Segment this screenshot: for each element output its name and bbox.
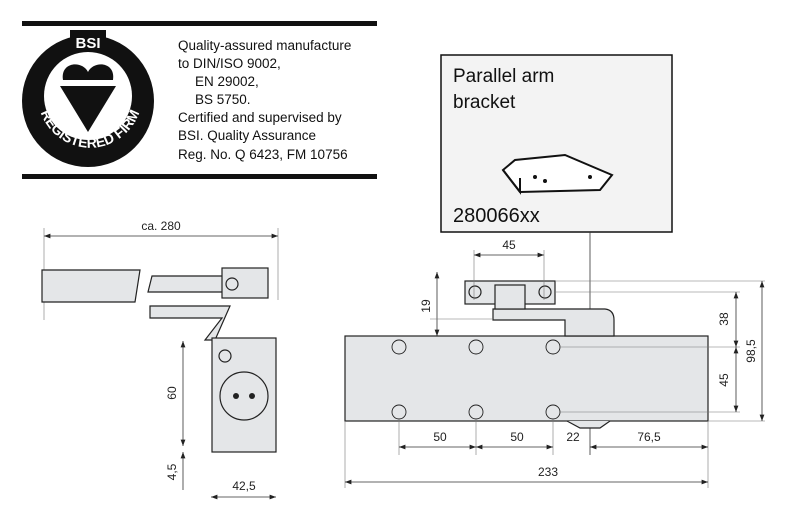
cert-line: Quality-assured manufacture	[178, 38, 351, 53]
callout-title: Parallel arm	[453, 66, 554, 87]
dim-vertical-hole-spacing: 45	[717, 373, 731, 387]
dim-end-offset: 76,5	[637, 430, 661, 444]
cert-line: Reg. No. Q 6423, FM 10756	[178, 147, 348, 162]
dim-arm-offset: 19	[419, 299, 433, 313]
dim-total-length: 233	[538, 465, 558, 479]
cert-line: BS 5750.	[195, 92, 251, 107]
dim-hole-spacing-1: 50	[433, 430, 447, 444]
dim-axis-offset: 22	[566, 430, 580, 444]
bsi-logo: BSI REGISTERED FIRM	[22, 30, 154, 167]
bracket-icon	[501, 153, 614, 195]
top-rule	[22, 21, 377, 26]
certification-block: BSI REGISTERED FIRM Quality-assured manu…	[22, 21, 377, 179]
front-view: 45 19 38 45 98,5 50 50 22 76,5 233	[344, 232, 765, 488]
dim-total-height: 98,5	[744, 339, 758, 363]
cert-line: EN 29002,	[195, 74, 259, 89]
callout-title: bracket	[453, 92, 516, 113]
dim-overall-length: ca. 280	[141, 219, 181, 233]
part-number: 280066xx	[453, 205, 540, 227]
dim-upper-height: 38	[717, 312, 731, 326]
parallel-arm-bracket-callout: Parallel arm bracket 280066xx	[440, 54, 673, 233]
cert-line: BSI. Quality Assurance	[178, 128, 316, 143]
cert-line: Certified and supervised by	[178, 110, 342, 125]
cert-line: to DIN/ISO 9002,	[178, 56, 281, 71]
dim-height: 60	[165, 386, 179, 400]
dim-bracket-spacing: 45	[502, 238, 516, 252]
bottom-rule	[22, 174, 377, 179]
dim-width: 42,5	[232, 479, 256, 493]
side-view: ca. 280 60 4,5 42,5	[41, 219, 279, 500]
dim-hole-spacing-2: 50	[510, 430, 524, 444]
dim-offset: 4,5	[165, 463, 179, 480]
logo-text-bsi: BSI	[75, 35, 100, 52]
